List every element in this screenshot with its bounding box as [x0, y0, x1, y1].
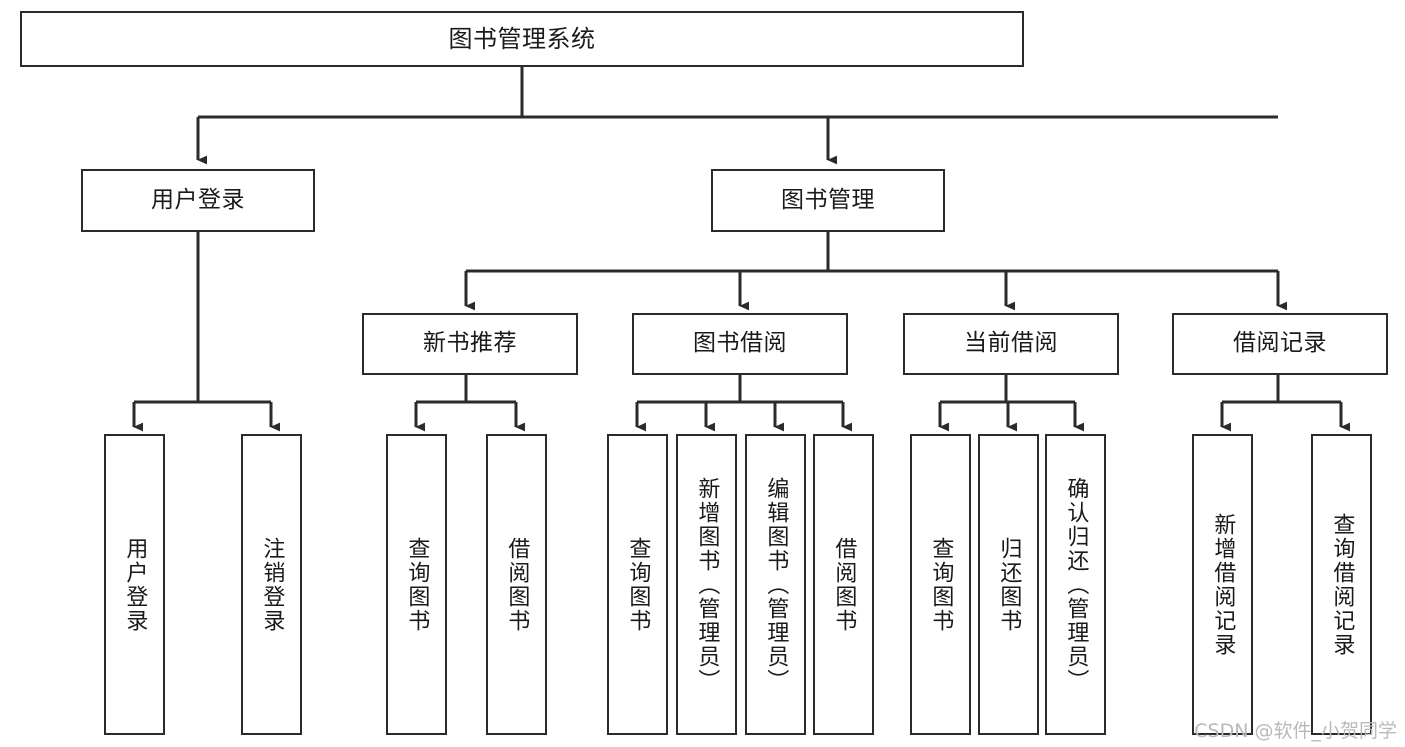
leaf-bookborrow-borrow-book[interactable]: 借阅图书	[813, 434, 874, 735]
leaf-user-login-label: 用户登录	[122, 536, 148, 633]
leaf-currentborrow-return-book[interactable]: 归还图书	[978, 434, 1039, 735]
leaf-bookborrow-edit-book-label: 编辑图书（管理员）	[763, 476, 789, 693]
csdn-watermark: CSDN @软件_小贺同学	[1194, 720, 1397, 742]
leaf-bookborrow-query-book[interactable]: 查询图书	[607, 434, 668, 735]
leaf-bookborrow-borrow-book-label: 借阅图书	[831, 536, 857, 633]
leaf-borrowrecord-query-record-label: 查询借阅记录	[1329, 512, 1355, 657]
leaf-currentborrow-confirm-return-label: 确认归还（管理员）	[1063, 476, 1089, 693]
leaf-currentborrow-return-book-label: 归还图书	[996, 536, 1022, 633]
node-book-management-label: 图书管理	[781, 186, 875, 213]
node-root-system-label: 图书管理系统	[448, 24, 596, 53]
leaf-currentborrow-query-book[interactable]: 查询图书	[910, 434, 971, 735]
leaf-newbook-borrow-book[interactable]: 借阅图书	[486, 434, 547, 735]
leaf-bookborrow-query-book-label: 查询图书	[625, 536, 651, 633]
node-book-management[interactable]: 图书管理	[711, 169, 945, 232]
leaf-currentborrow-confirm-return[interactable]: 确认归还（管理员）	[1045, 434, 1106, 735]
leaf-newbook-query-book-label: 查询图书	[404, 536, 430, 633]
leaf-currentborrow-query-book-label: 查询图书	[928, 536, 954, 633]
leaf-bookborrow-edit-book[interactable]: 编辑图书（管理员）	[745, 434, 806, 735]
leaf-borrowrecord-add-record[interactable]: 新增借阅记录	[1192, 434, 1253, 735]
node-user-login-label: 用户登录	[151, 186, 245, 213]
leaf-bookborrow-add-book[interactable]: 新增图书（管理员）	[676, 434, 737, 735]
node-book-borrow-label: 图书借阅	[693, 330, 787, 357]
node-current-borrow-label: 当前借阅	[964, 330, 1058, 357]
node-current-borrow[interactable]: 当前借阅	[903, 313, 1119, 375]
leaf-newbook-query-book[interactable]: 查询图书	[386, 434, 447, 735]
node-user-login[interactable]: 用户登录	[81, 169, 315, 232]
node-root-system[interactable]: 图书管理系统	[20, 11, 1024, 67]
leaf-logout-label: 注销登录	[259, 536, 285, 633]
node-borrow-record[interactable]: 借阅记录	[1172, 313, 1388, 375]
node-borrow-record-label: 借阅记录	[1233, 330, 1327, 357]
leaf-logout[interactable]: 注销登录	[241, 434, 302, 735]
leaf-borrowrecord-add-record-label: 新增借阅记录	[1210, 512, 1236, 657]
leaf-borrowrecord-query-record[interactable]: 查询借阅记录	[1311, 434, 1372, 735]
node-book-borrow[interactable]: 图书借阅	[632, 313, 848, 375]
node-new-book-recommend-label: 新书推荐	[423, 330, 517, 357]
node-new-book-recommend[interactable]: 新书推荐	[362, 313, 578, 375]
leaf-user-login[interactable]: 用户登录	[104, 434, 165, 735]
leaf-bookborrow-add-book-label: 新增图书（管理员）	[694, 476, 720, 693]
leaf-newbook-borrow-book-label: 借阅图书	[504, 536, 530, 633]
